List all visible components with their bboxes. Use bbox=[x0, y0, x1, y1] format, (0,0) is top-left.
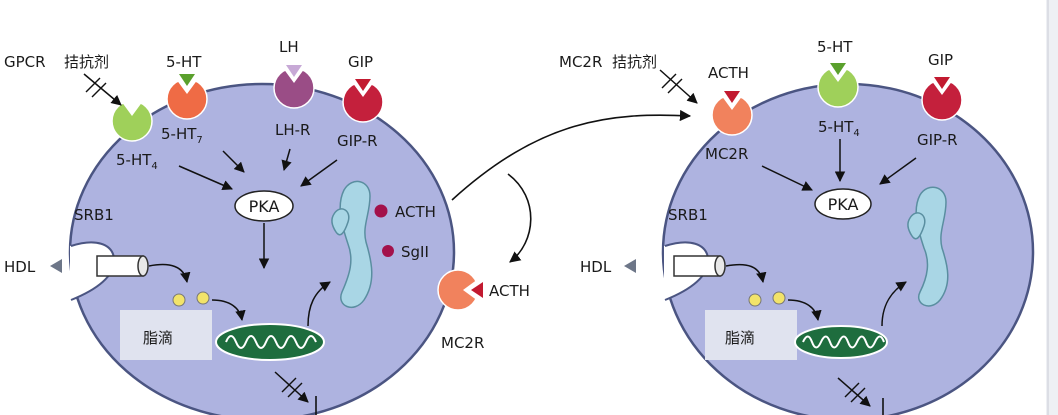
middle-mc2r-label: MC2R bbox=[441, 334, 484, 352]
left-hdl-transporter bbox=[96, 255, 149, 277]
left-lh-top-label: LH bbox=[279, 38, 299, 56]
left-pka bbox=[234, 190, 294, 222]
left-lhr-receptor bbox=[273, 65, 315, 109]
right-srb1-label: SRB1 bbox=[668, 206, 708, 224]
right-mc2r-receptor bbox=[711, 91, 753, 136]
right-edge-bar bbox=[1046, 0, 1058, 415]
middle-mc2r-receptor bbox=[437, 269, 483, 311]
left-srb1-label: SRB1 bbox=[74, 206, 114, 224]
acth-autocrine-arrow bbox=[507, 173, 532, 263]
left-5ht7-label: 5-HT7 bbox=[161, 125, 203, 146]
left-cell: PKA bbox=[4, 38, 456, 415]
left-sgii-label: SgII bbox=[401, 243, 429, 261]
left-golgi bbox=[331, 180, 373, 309]
left-lipid-droplet-label: 脂滴 bbox=[143, 329, 173, 347]
left-lhr-label: LH-R bbox=[275, 121, 310, 139]
left-acth-granule bbox=[374, 204, 388, 218]
middle-section: ACTH MC2R bbox=[437, 109, 692, 352]
right-mc2r-top-label: MC2R bbox=[559, 53, 602, 71]
left-sgii-granule bbox=[382, 245, 394, 257]
acth-to-right-cell-arrow bbox=[451, 109, 692, 201]
left-lipid-droplet-box bbox=[120, 310, 212, 360]
right-golgi bbox=[907, 186, 949, 307]
right-gipr-label: GIP-R bbox=[917, 131, 958, 149]
right-hdl-transporter bbox=[673, 255, 726, 277]
left-gip-top-label: GIP bbox=[348, 53, 373, 71]
left-mitochondrion bbox=[215, 323, 325, 361]
left-pka-label: PKA bbox=[249, 197, 280, 216]
right-pka-label: PKA bbox=[828, 195, 859, 214]
left-5ht7-receptor bbox=[166, 74, 208, 120]
left-arrows bbox=[83, 73, 338, 415]
left-5ht-top-label: 5-HT bbox=[166, 53, 202, 71]
right-5ht-top-label: 5-HT bbox=[817, 38, 853, 56]
right-hdl-marker bbox=[624, 259, 636, 273]
left-antagonist-label: 拮抗剂 bbox=[64, 53, 109, 71]
right-mc2r-label: MC2R bbox=[705, 145, 748, 163]
right-lipid-dot bbox=[748, 293, 762, 307]
right-5ht4-receptor bbox=[817, 63, 859, 108]
right-gipr-receptor bbox=[921, 77, 963, 121]
right-lipid-droplet-label: 脂滴 bbox=[725, 329, 755, 347]
right-acth-top-label: ACTH bbox=[708, 64, 749, 82]
left-hdl-label: HDL bbox=[4, 258, 36, 276]
left-5ht4-label: 5-HT4 bbox=[116, 151, 158, 172]
right-lipid-dot bbox=[772, 291, 786, 305]
left-antagonist-receptor bbox=[111, 100, 153, 142]
right-antagonist-label: 拮抗剂 bbox=[612, 53, 657, 71]
left-gpcr-label: GPCR bbox=[4, 53, 46, 71]
right-cell: PKA bbox=[559, 38, 1035, 415]
right-mitochondrion bbox=[794, 325, 888, 359]
left-gipr-label: GIP-R bbox=[337, 132, 378, 150]
left-acth-label: ACTH bbox=[395, 203, 436, 221]
right-gip-top-label: GIP bbox=[928, 51, 953, 69]
right-5ht4-label: 5-HT4 bbox=[818, 118, 860, 139]
left-hdl-marker bbox=[50, 259, 62, 273]
right-arrows bbox=[659, 69, 917, 415]
right-hdl-label: HDL bbox=[580, 258, 612, 276]
left-gipr-receptor bbox=[342, 79, 384, 123]
middle-acth-label: ACTH bbox=[489, 282, 530, 300]
right-pka bbox=[814, 188, 872, 220]
right-lipid-droplet-box bbox=[705, 310, 797, 360]
left-lipid-dot bbox=[172, 293, 186, 307]
left-lipid-dot bbox=[196, 291, 210, 305]
